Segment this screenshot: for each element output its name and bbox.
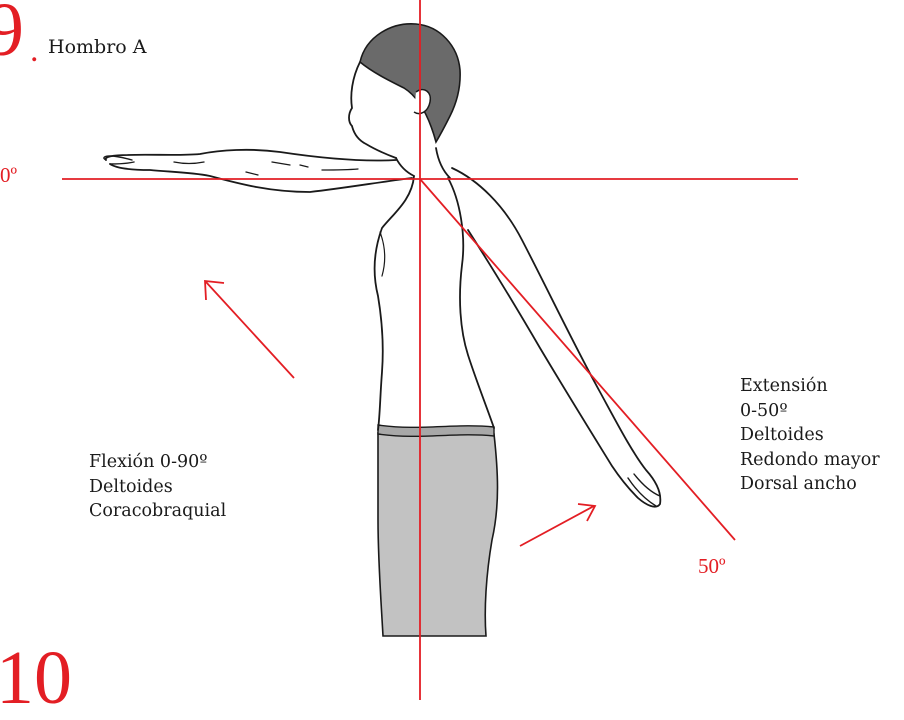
extension-line: 0-50º [740, 399, 880, 424]
extension-description: Extensión 0-50º Deltoides Redondo mayor … [740, 374, 880, 497]
section-number-dot: . [30, 34, 39, 68]
angle-start-label: 0º [0, 165, 17, 186]
extension-line: Deltoides [740, 423, 880, 448]
shoulder-figure [0, 0, 904, 700]
extension-line: Dorsal ancho [740, 472, 880, 497]
extension-line: Extensión [740, 374, 880, 399]
torso-front [375, 176, 414, 430]
back-hand [628, 474, 660, 506]
section-title: Hombro A [48, 38, 146, 57]
section-number: 9 [0, 0, 24, 68]
flexion-description: Flexión 0-90º Deltoides Coracobraquial [89, 450, 226, 524]
front-arm-lower-edge [110, 164, 412, 192]
angle-end-label: 50º [698, 556, 726, 577]
waistband [378, 425, 494, 436]
diagram-stage: 9 . Hombro A 0º 50º Flexión 0-90º Deltoi… [0, 0, 904, 700]
torso-back [448, 178, 494, 428]
front-arm-upper-edge [106, 150, 396, 161]
flexion-line: Flexión 0-90º [89, 450, 226, 475]
next-section-number: 10 [0, 640, 72, 716]
arrow-up-right-icon [520, 504, 595, 546]
pants [378, 433, 498, 636]
front-arm-details [174, 162, 358, 175]
hair [360, 24, 460, 142]
extension-line: Redondo mayor [740, 448, 880, 473]
flexion-line: Coracobraquial [89, 499, 226, 524]
neck [396, 148, 450, 178]
arrow-up-left-icon [205, 281, 294, 378]
chest-detail [380, 232, 385, 276]
flexion-line: Deltoides [89, 475, 226, 500]
